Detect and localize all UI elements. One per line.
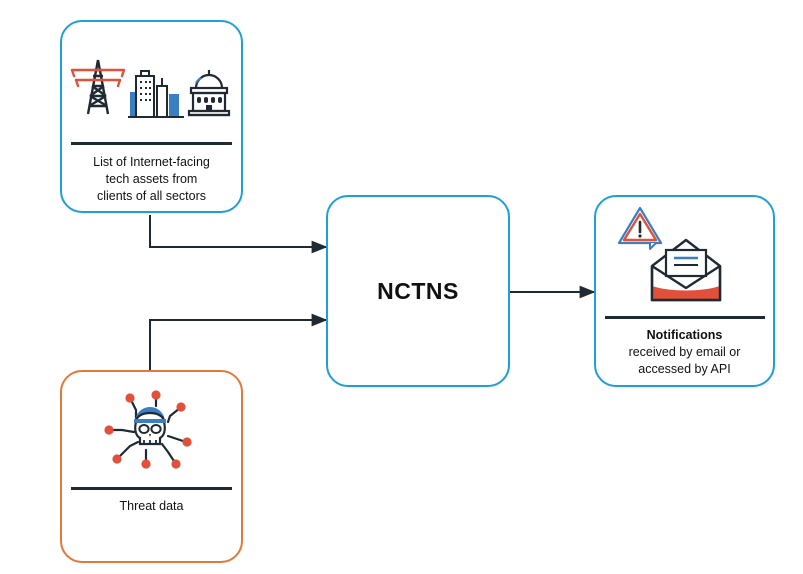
assets-label-line-1: List of Internet-facing — [93, 155, 210, 169]
notifications-title: Notifications — [646, 328, 723, 342]
nctns-title: NCTNS — [377, 277, 459, 304]
assets-divider — [71, 142, 232, 145]
assets-label: List of Internet-facing tech assets from… — [62, 154, 241, 205]
threat-box — [60, 370, 243, 563]
city-buildings-icon — [128, 70, 184, 118]
hacker-skull-network-icon — [104, 390, 192, 469]
assets-label-line-2: tech assets from — [105, 172, 198, 186]
notifications-divider — [605, 316, 765, 319]
arrow-threat-to-nctns — [149, 313, 328, 370]
envelope-icon — [650, 238, 722, 302]
notifications-line-2: accessed by API — [638, 362, 731, 376]
notifications-line-1: received by email or — [628, 345, 741, 359]
arrow-assets-to-nctns — [149, 215, 328, 254]
threat-label: Threat data — [119, 499, 184, 513]
threat-divider — [71, 487, 232, 490]
notifications-label: Notifications received by email or acces… — [596, 327, 773, 378]
warning-triangle-icon — [617, 206, 663, 250]
power-pylon-icon — [70, 59, 126, 115]
government-building-icon — [187, 70, 231, 117]
assets-label-line-3: clients of all sectors — [96, 189, 207, 203]
nctns-box — [326, 195, 510, 387]
